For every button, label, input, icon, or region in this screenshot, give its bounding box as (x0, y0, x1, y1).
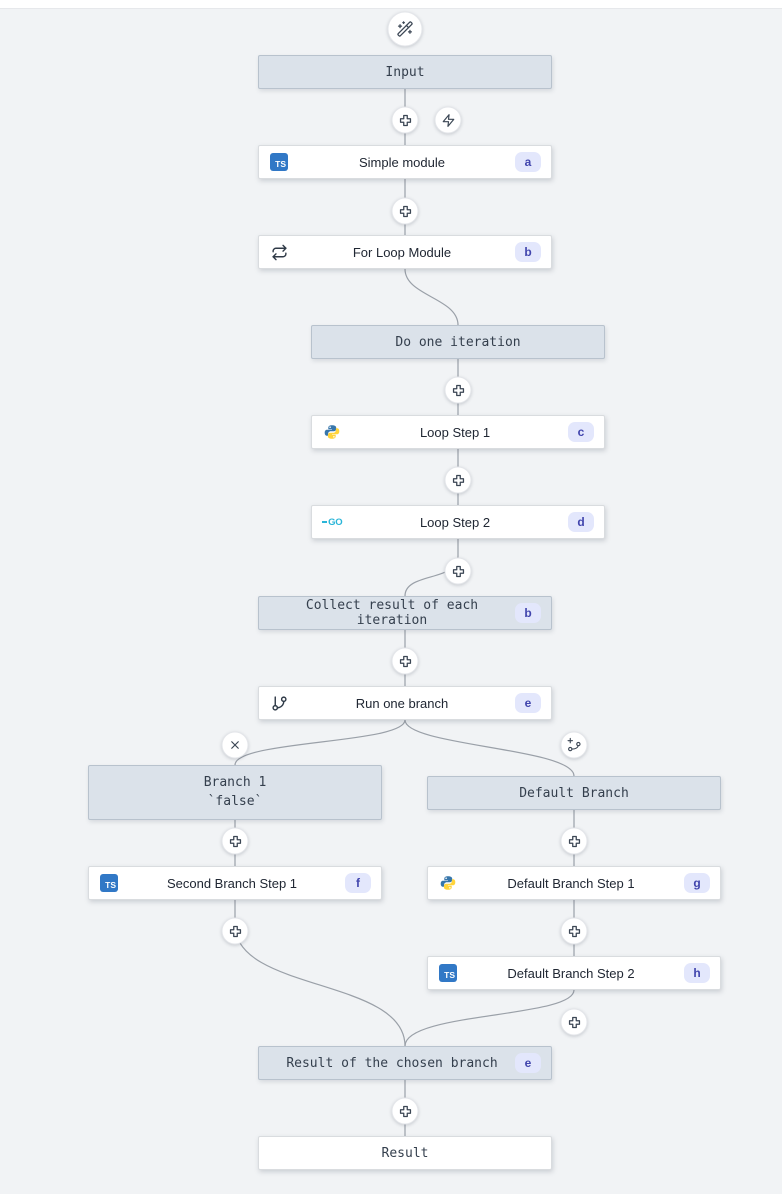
remove-branch-button[interactable] (221, 731, 249, 759)
node-label: Simple module (359, 154, 445, 170)
add-step-button[interactable] (391, 1097, 419, 1125)
git-branch-icon (269, 693, 289, 713)
node-label: Default Branch Step 1 (507, 875, 635, 891)
add-step-button[interactable] (444, 376, 472, 404)
node-label: Run one branch (355, 695, 449, 711)
add-step-button[interactable] (221, 827, 249, 855)
node-badge: e (515, 1052, 541, 1074)
node-badge: b (515, 241, 541, 263)
node-branch-1[interactable]: Branch 1 `false` (88, 765, 382, 820)
add-branch-button[interactable] (560, 731, 588, 759)
go-icon: GO (321, 512, 343, 532)
node-label: Second Branch Step 1 (166, 875, 298, 891)
node-badge: c (568, 421, 594, 443)
python-icon (322, 422, 342, 442)
branch-condition: `false` (207, 793, 263, 809)
branch-title: Branch 1 (203, 774, 267, 790)
typescript-icon: TS (438, 963, 458, 983)
plus-icon (228, 924, 242, 938)
node-badge: a (515, 151, 541, 173)
node-result[interactable]: Result (258, 1136, 552, 1170)
node-label: Do one iteration (395, 334, 521, 350)
repeat-icon (269, 242, 289, 262)
node-collect-result[interactable]: Collect result of each iteration b (258, 596, 552, 630)
add-step-button[interactable] (391, 197, 419, 225)
node-input[interactable]: Input (258, 55, 552, 89)
plus-icon (398, 113, 412, 127)
node-for-loop-module[interactable]: For Loop Module b (258, 235, 552, 269)
add-trigger-button[interactable] (434, 106, 462, 134)
node-default-branch[interactable]: Default Branch (427, 776, 721, 810)
python-icon (438, 873, 458, 893)
add-step-button[interactable] (560, 917, 588, 945)
node-loop-step-2[interactable]: GO Loop Step 2 d (311, 505, 605, 539)
x-icon (229, 739, 242, 752)
plus-icon (567, 1015, 581, 1029)
node-label: Result of the chosen branch (286, 1055, 498, 1071)
plus-icon (451, 473, 465, 487)
node-simple-module[interactable]: TS Simple module a (258, 145, 552, 179)
add-step-button[interactable] (444, 557, 472, 585)
add-branch-icon (567, 737, 582, 753)
node-label: For Loop Module (352, 244, 452, 260)
typescript-icon: TS (269, 152, 289, 172)
node-label: Loop Step 1 (419, 424, 491, 440)
plus-icon (567, 924, 581, 938)
node-badge: e (515, 692, 541, 714)
plus-icon (228, 834, 242, 848)
node-do-one-iteration[interactable]: Do one iteration (311, 325, 605, 359)
plus-icon (451, 564, 465, 578)
magic-wand-icon (397, 21, 414, 38)
add-step-button[interactable] (560, 1008, 588, 1036)
node-badge: d (568, 511, 594, 533)
node-second-branch-step-1[interactable]: TS Second Branch Step 1 f (88, 866, 382, 900)
ai-flow-button[interactable] (387, 11, 423, 47)
node-badge: b (515, 602, 541, 624)
add-step-button[interactable] (560, 827, 588, 855)
node-default-branch-step-1[interactable]: Default Branch Step 1 g (427, 866, 721, 900)
add-step-button[interactable] (444, 466, 472, 494)
node-label: Result (381, 1145, 429, 1161)
typescript-icon: TS (99, 873, 119, 893)
node-result-of-chosen-branch[interactable]: Result of the chosen branch e (258, 1046, 552, 1080)
lightning-icon (441, 113, 455, 127)
plus-icon (451, 383, 465, 397)
node-badge: h (684, 962, 710, 984)
node-badge: f (345, 872, 371, 894)
node-label: Loop Step 2 (419, 514, 491, 530)
add-step-button[interactable] (221, 917, 249, 945)
plus-icon (398, 204, 412, 218)
node-run-one-branch[interactable]: Run one branch e (258, 686, 552, 720)
add-step-button[interactable] (391, 647, 419, 675)
plus-icon (567, 834, 581, 848)
node-label: Default Branch (519, 785, 629, 801)
plus-icon (398, 654, 412, 668)
plus-icon (398, 1104, 412, 1118)
node-label: Collect result of each iteration (305, 598, 479, 628)
node-loop-step-1[interactable]: Loop Step 1 c (311, 415, 605, 449)
node-label: Default Branch Step 2 (507, 965, 635, 981)
node-badge: g (684, 872, 710, 894)
node-label: Input (385, 64, 425, 80)
top-bar (0, 0, 782, 9)
add-step-button[interactable] (391, 106, 419, 134)
node-default-branch-step-2[interactable]: TS Default Branch Step 2 h (427, 956, 721, 990)
